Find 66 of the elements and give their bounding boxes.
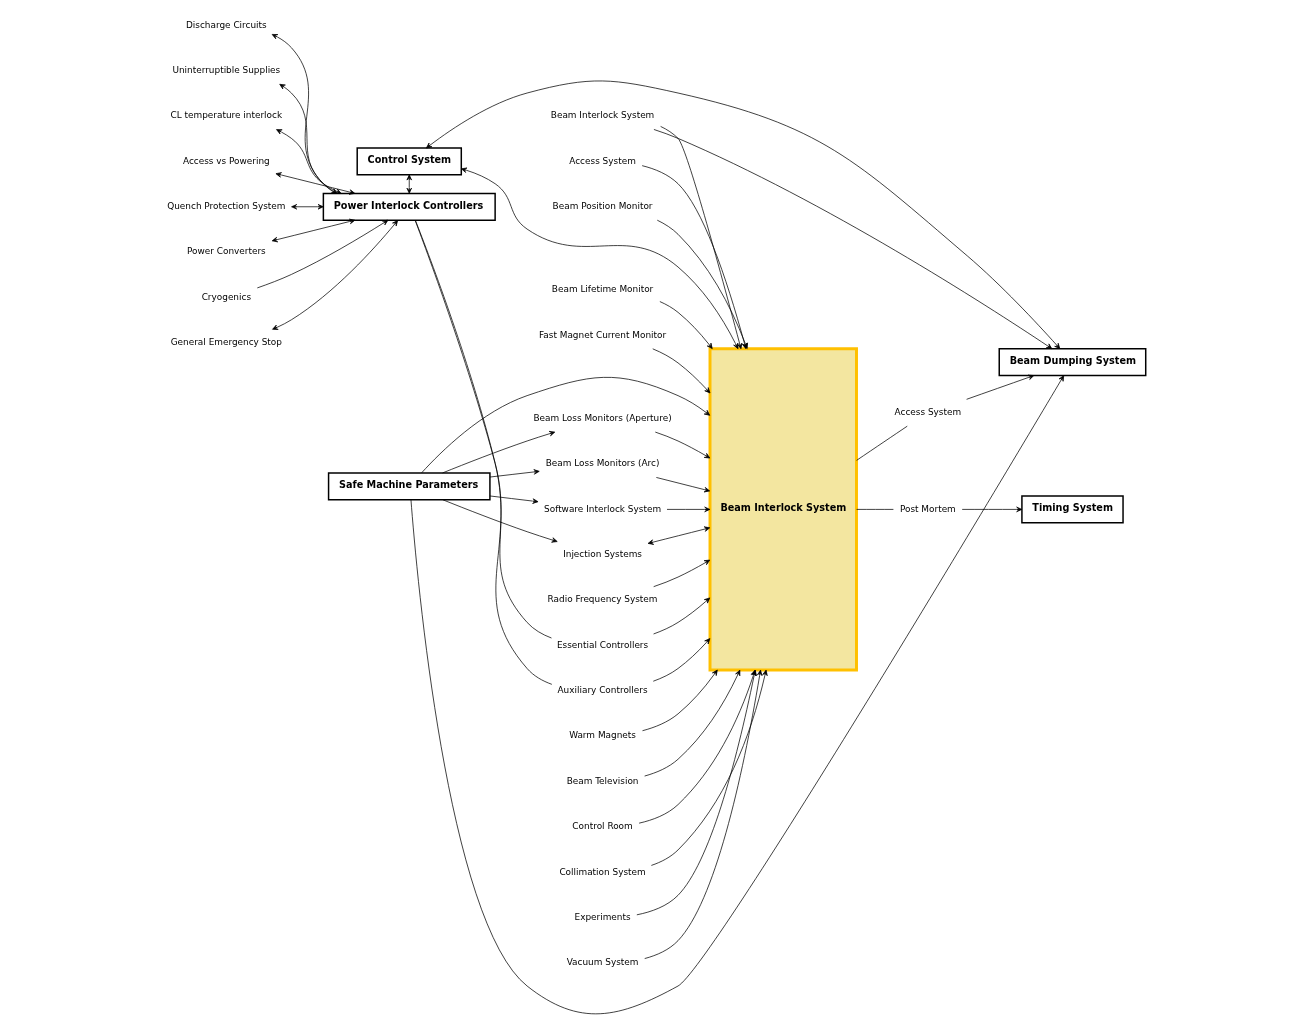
node-text: Beam Interlock System xyxy=(550,109,655,120)
node-text: Beam Television xyxy=(566,775,639,786)
arrow xyxy=(644,669,763,959)
arrow xyxy=(644,669,741,776)
arrow xyxy=(666,506,711,512)
arrow xyxy=(489,495,539,504)
node-box: Safe Machine Parameters xyxy=(327,471,491,500)
node-text: Warm Magnets xyxy=(569,729,636,740)
node-text: Fast Magnet Current Monitor xyxy=(539,329,667,340)
node-box: Beam Dumping System xyxy=(998,347,1147,376)
arrow xyxy=(406,174,412,194)
arrow xyxy=(653,559,711,587)
node-text: Power Converters xyxy=(186,245,266,256)
arrow xyxy=(659,300,713,349)
node-text: Access System xyxy=(569,155,636,166)
node-text: Uninterruptible Supplies xyxy=(172,64,281,75)
arrow xyxy=(647,525,711,545)
arrow xyxy=(256,219,389,288)
node-text: Cryogenics xyxy=(201,291,252,302)
node-text: Quench Protection System xyxy=(167,200,286,211)
arrow xyxy=(442,430,556,473)
arrow xyxy=(272,219,399,330)
node-text: Essential Controllers xyxy=(556,639,649,650)
arrow xyxy=(966,374,1035,400)
node-text: Auxiliary Controllers xyxy=(557,684,648,695)
node-text: Control Room xyxy=(572,820,633,831)
arrow xyxy=(654,431,711,458)
arrow xyxy=(421,376,711,473)
arrow xyxy=(961,506,1023,512)
arrow xyxy=(653,597,711,634)
arrow xyxy=(638,669,757,824)
arrow xyxy=(642,669,718,731)
node-box: Timing System xyxy=(1021,494,1124,524)
node-text: Post Mortem xyxy=(899,503,956,514)
node-text: CL temperature interlock xyxy=(170,109,283,120)
connector xyxy=(856,508,894,510)
node-text: Experiments xyxy=(574,911,631,922)
node-box: Beam Interlock System xyxy=(708,346,858,671)
arrow xyxy=(660,125,743,349)
arrow xyxy=(656,476,711,492)
node-text: Beam Loss Monitors (Aperture) xyxy=(533,412,672,423)
arrow xyxy=(271,218,356,242)
node-text: Injection Systems xyxy=(563,548,643,559)
connector xyxy=(856,425,908,461)
node-box: Control System xyxy=(356,146,463,176)
arrow xyxy=(652,347,711,393)
node-text: Beam Position Monitor xyxy=(552,200,653,211)
node-box: Power Interlock Controllers xyxy=(322,192,496,221)
node-text: Radio Frequency System xyxy=(547,593,658,604)
arrow xyxy=(291,203,324,209)
arrow xyxy=(636,669,757,915)
arrow xyxy=(651,669,768,866)
node-text: Vacuum System xyxy=(566,956,639,967)
node-text: Access System xyxy=(894,406,962,417)
arrow xyxy=(442,498,558,543)
node-text: Beam Loss Monitors (Arc) xyxy=(545,457,660,468)
node-text: Beam Lifetime Monitor xyxy=(551,283,654,294)
arrow xyxy=(652,637,711,682)
node-text: Discharge Circuits xyxy=(185,19,267,30)
node-text: Access vs Powering xyxy=(182,155,270,166)
node-text: Collimation System xyxy=(559,866,646,877)
arrow xyxy=(489,468,540,477)
arrow xyxy=(461,167,739,349)
node-text: General Emergency Stop xyxy=(170,336,282,347)
node-text: Software Interlock System xyxy=(544,503,662,514)
arrow xyxy=(410,374,1065,1014)
